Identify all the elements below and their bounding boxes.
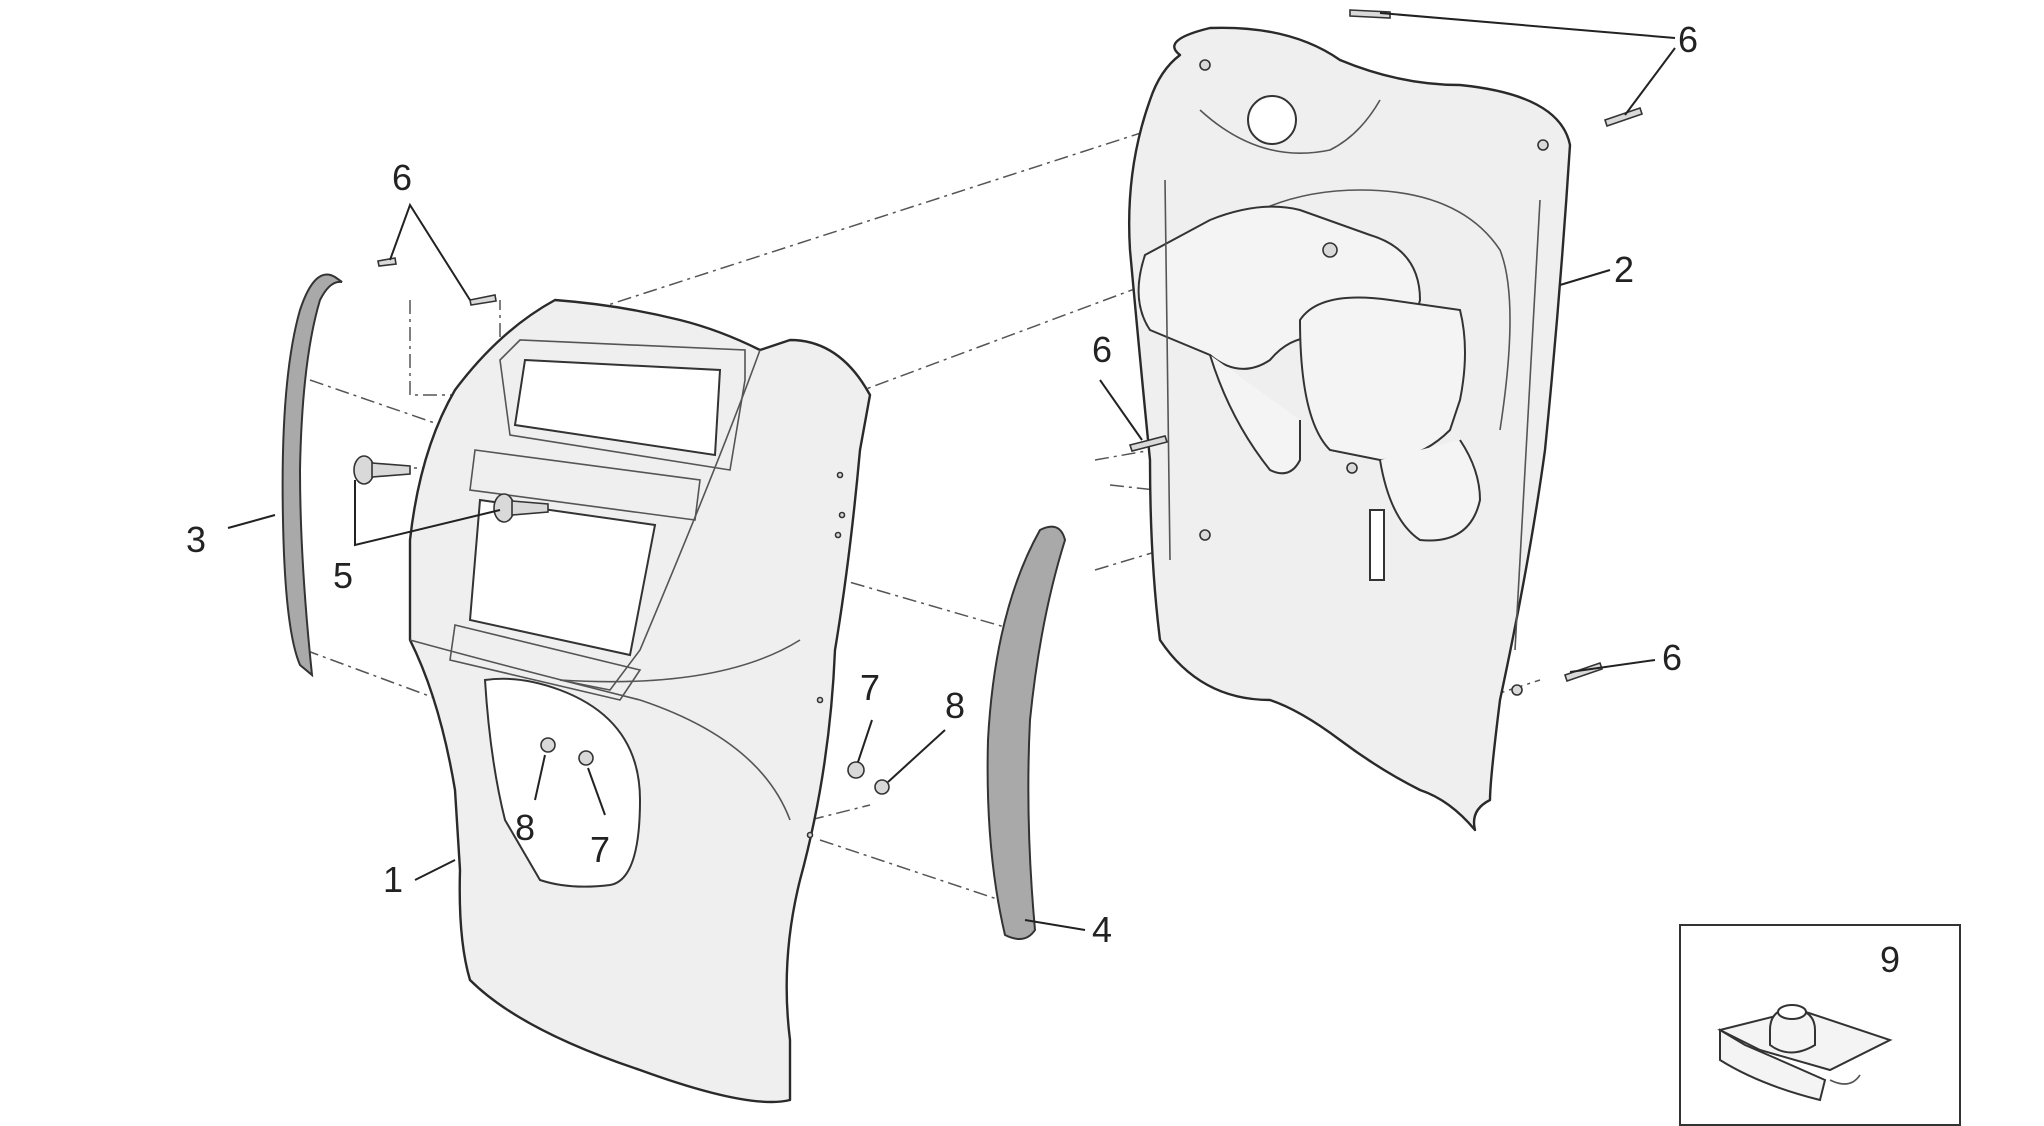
part-7-8-nuts (540, 737, 890, 795)
callout-7-left: 7 (590, 829, 610, 870)
callout-8-left: 8 (515, 807, 535, 848)
part-5-screws (353, 455, 549, 523)
callout-6-bottom-right: 6 (1662, 637, 1682, 678)
callouts: 6 6 2 6 6 3 5 7 8 8 7 1 4 9 (186, 19, 1900, 980)
part-4-trim-strip (986, 525, 1067, 940)
callout-8-right: 8 (945, 685, 965, 726)
part-9-inset (1679, 924, 1961, 1126)
callout-9: 9 (1880, 939, 1900, 980)
leader-lines (227, 12, 1896, 1016)
part-6-screws (377, 9, 1644, 683)
part-3-trim-strip (281, 273, 343, 678)
callout-7-center: 7 (860, 667, 880, 708)
part-1-front-shield (408, 298, 872, 1104)
callout-2: 2 (1614, 249, 1634, 290)
callout-4: 4 (1092, 909, 1112, 950)
callout-5: 5 (333, 555, 353, 596)
callout-1: 1 (383, 859, 403, 900)
callout-6-top-right: 6 (1678, 19, 1698, 60)
part-2-rear-panel (1127, 26, 1572, 832)
callout-6-left: 6 (392, 157, 412, 198)
callout-3: 3 (186, 519, 206, 560)
callout-6-middle: 6 (1092, 329, 1112, 370)
